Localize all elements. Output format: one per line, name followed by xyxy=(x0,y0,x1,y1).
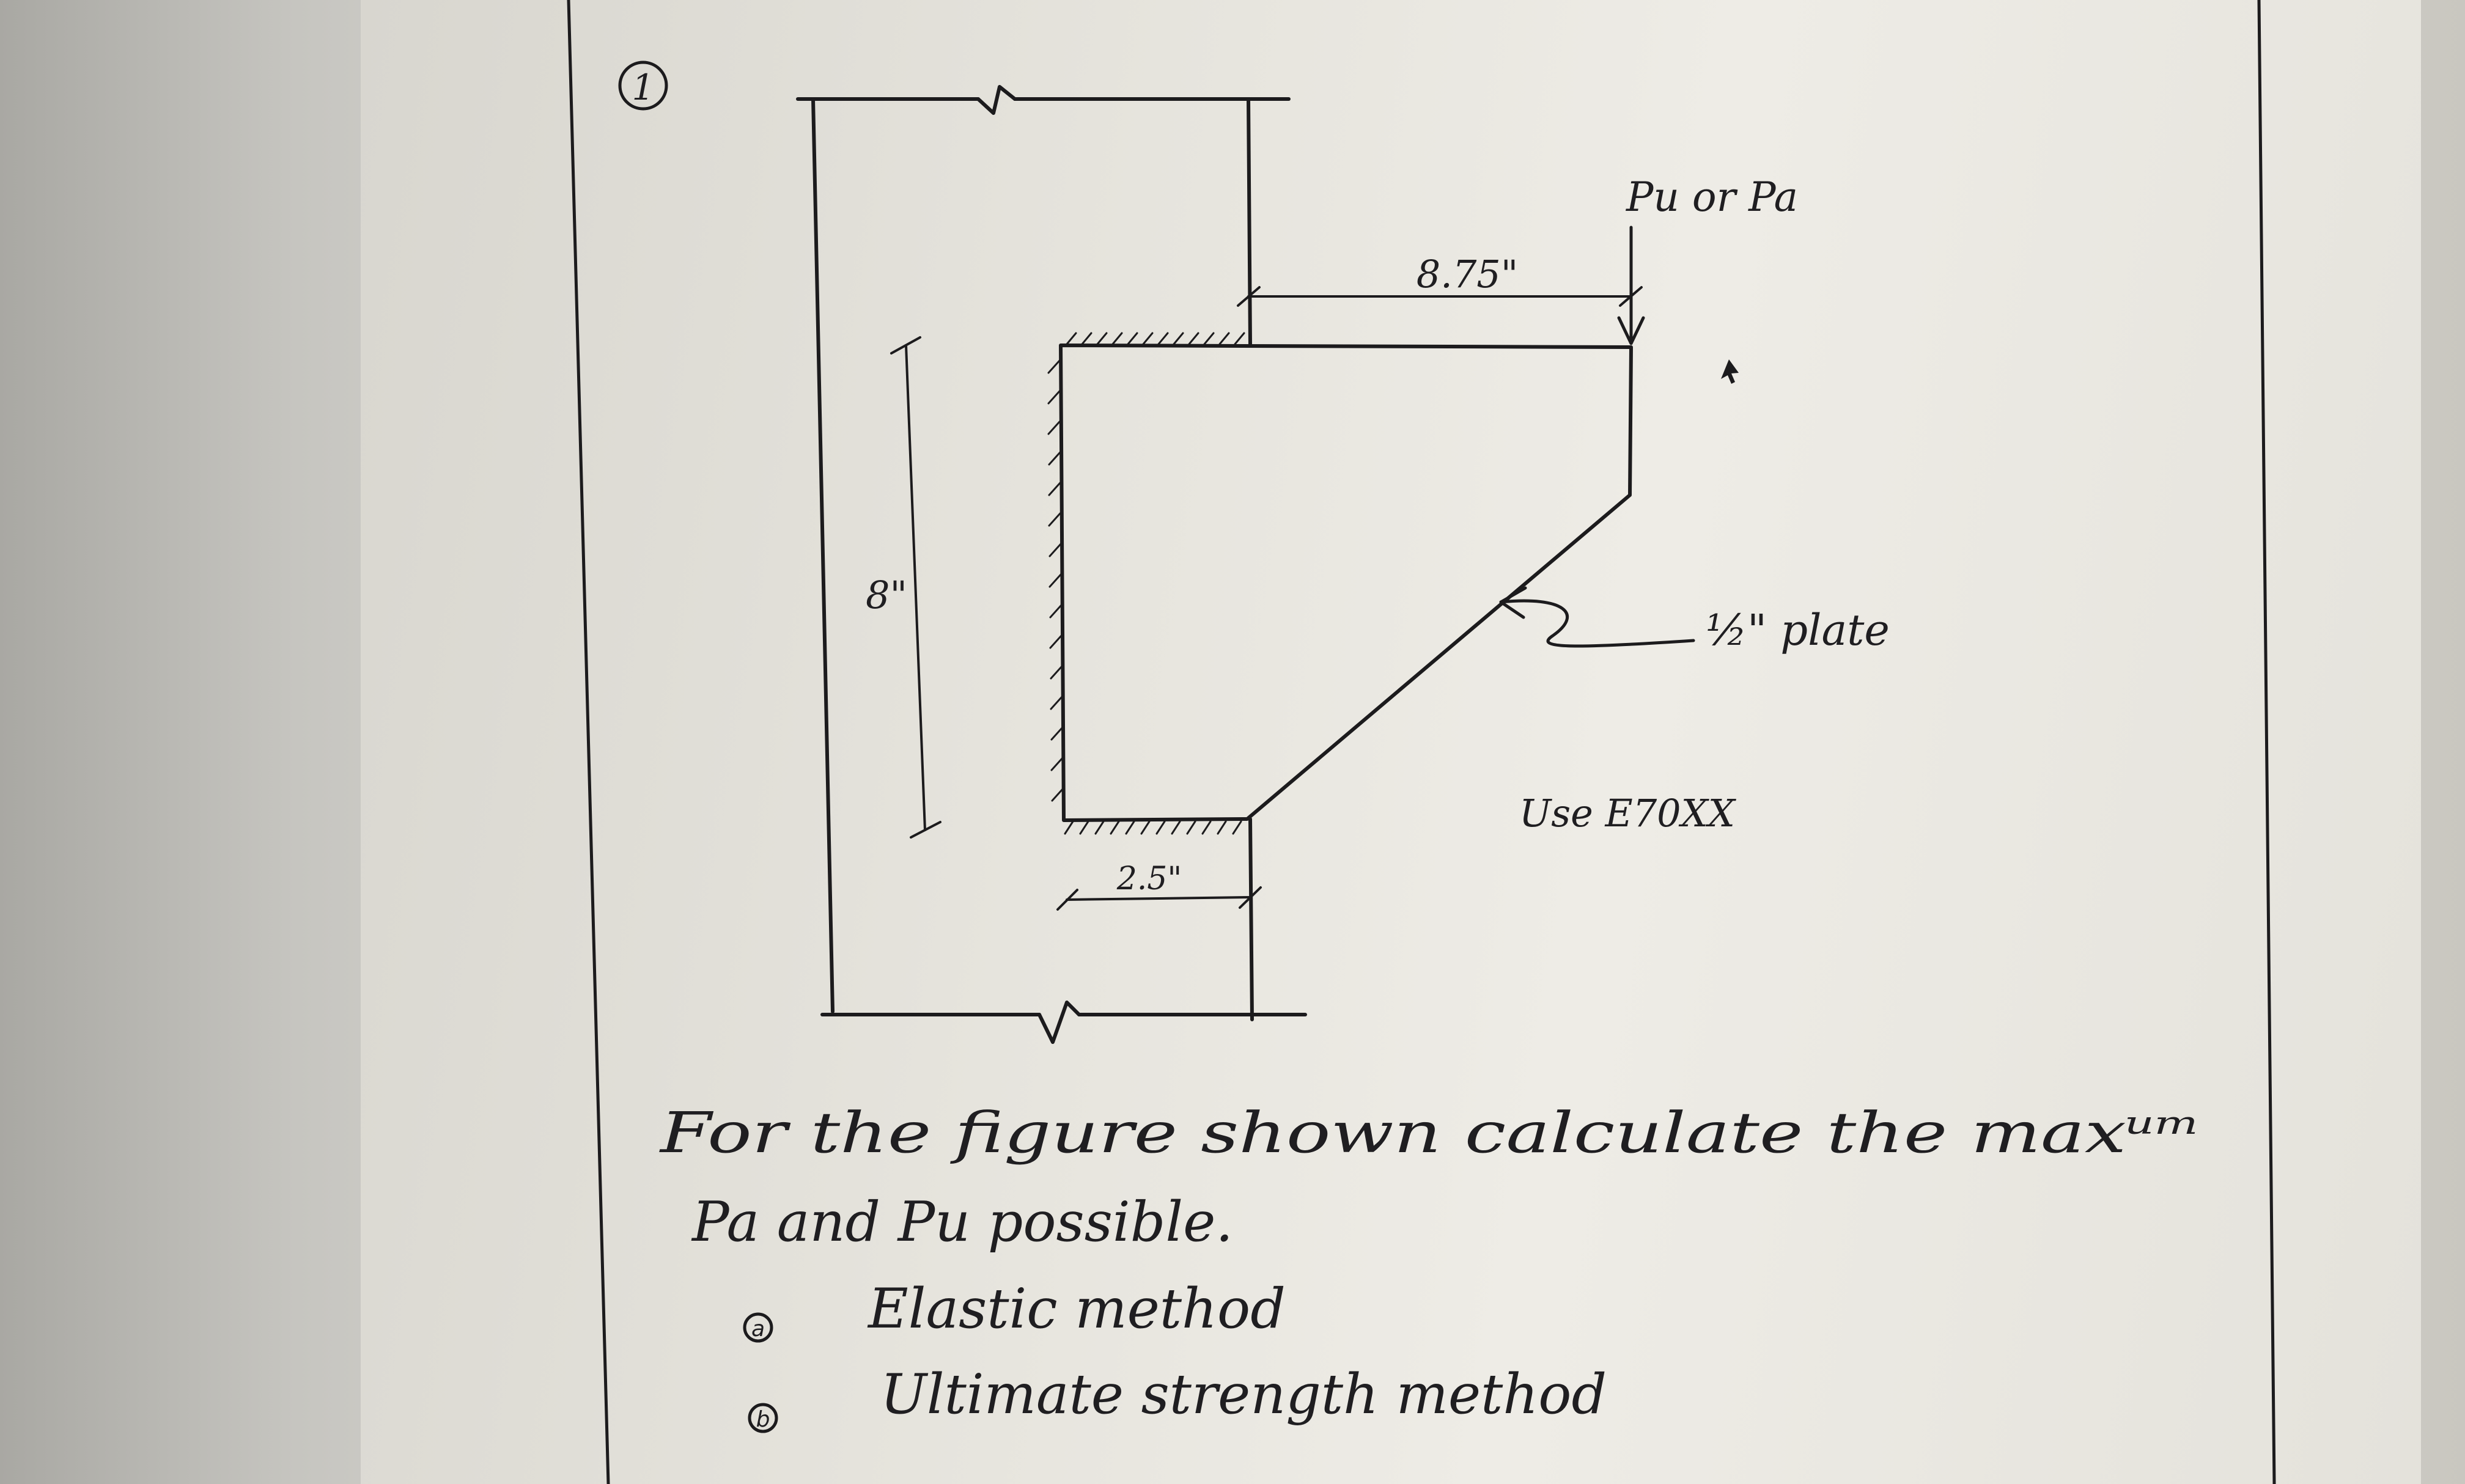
plate-leader xyxy=(1499,599,1695,648)
mouse-cursor-icon xyxy=(1721,359,1739,384)
part-a-marker-circle xyxy=(743,1312,773,1343)
electrode-label: Use E70XX xyxy=(1519,791,1737,836)
load-label: Pu or Pa xyxy=(1626,174,1798,221)
weld-vertical xyxy=(1047,359,1064,802)
part-a-text: Elastic method xyxy=(867,1277,1286,1341)
part-b-text: Ultimate strength method xyxy=(880,1362,1607,1427)
plate-label: ½" plate xyxy=(1706,605,1890,655)
weld-bottom xyxy=(1064,820,1242,835)
dimension-vertical-label: 8" xyxy=(866,573,907,617)
dimension-bottom-label: 2.5" xyxy=(1116,861,1182,897)
part-b-marker-circle xyxy=(748,1403,778,1433)
plate-leader-arrowhead xyxy=(1499,586,1527,619)
weld-top xyxy=(1066,332,1245,345)
column-member xyxy=(796,85,1307,1044)
part-a-marker: a xyxy=(751,1317,765,1342)
load-arrow xyxy=(1617,226,1645,345)
problem-number: 1 xyxy=(632,67,655,108)
page-border-left xyxy=(567,0,610,1484)
dimension-vertical xyxy=(890,336,941,839)
problem-number-circle xyxy=(618,61,668,111)
bracket-plate xyxy=(1059,343,1633,822)
part-b-marker: b xyxy=(756,1407,770,1432)
page-border-right xyxy=(2257,0,2276,1484)
problem-line-1: For the figure shown calculate the maxᵘᵐ xyxy=(658,1100,2201,1166)
dimension-horizontal-label: 8.75" xyxy=(1417,252,1519,296)
problem-line-2: Pa and Pu possible. xyxy=(691,1190,1233,1254)
screen-panel xyxy=(361,0,2421,1484)
dimension-bottom xyxy=(1056,886,1262,911)
